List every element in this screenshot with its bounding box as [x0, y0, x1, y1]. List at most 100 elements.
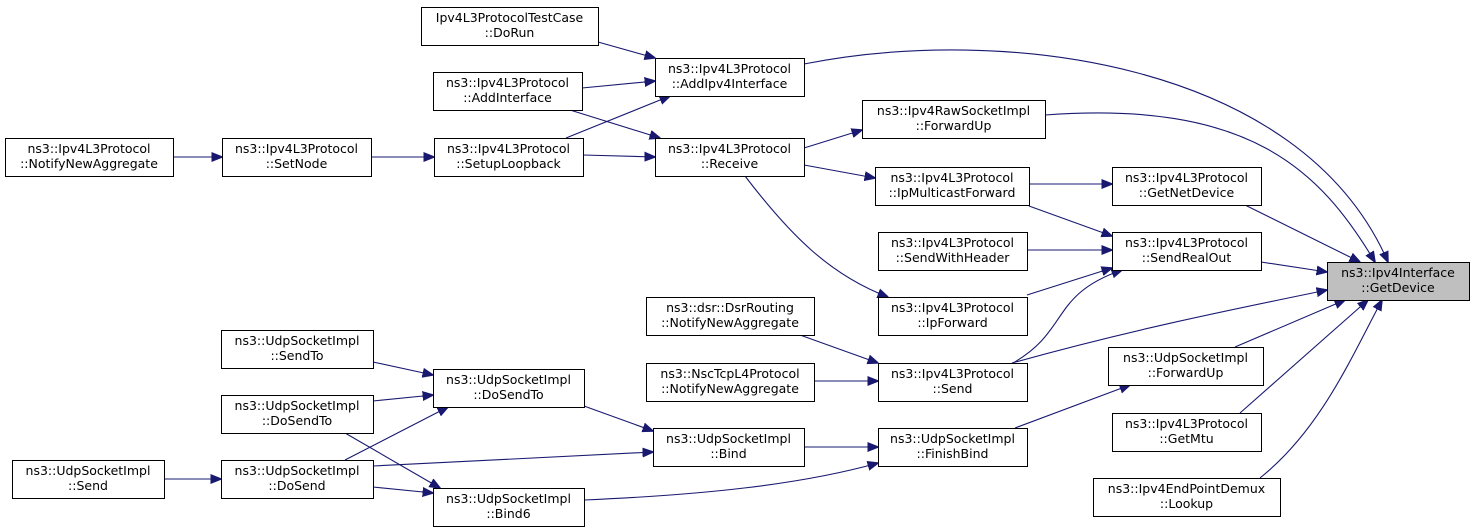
node-class-label: ns3::Ipv4RawSocketImpl [877, 103, 1030, 118]
edge-l3_setuploopback-to-l3_receive [582, 155, 655, 157]
edge-l3_setuploopback-to-l3_addipv4if [565, 96, 670, 139]
node-method-label: ::ForwardUp [916, 118, 992, 133]
node-dsr_notifynewagg[interactable]: ns3::dsr::DsrRouting::NotifyNewAggregate [646, 297, 815, 336]
node-l3_addipv4if[interactable]: ns3::Ipv4L3Protocol::AddIpv4Interface [655, 58, 805, 97]
node-box [221, 395, 374, 434]
edge-l3_receive-to-l3_ipmcastfwd [803, 164, 875, 178]
node-box [1112, 232, 1262, 271]
node-class-label: ns3::Ipv4L3Protocol [1125, 416, 1248, 431]
node-l3_setuploopback[interactable]: ns3::Ipv4L3Protocol::SetupLoopback [434, 138, 584, 177]
node-method-label: ::SendTo [270, 348, 323, 363]
node-box [222, 138, 372, 177]
node-box [1112, 167, 1262, 206]
node-l3_addinterface[interactable]: ns3::Ipv4L3Protocol::AddInterface [433, 72, 583, 111]
node-class-label: ns3::UdpSocketImpl [1123, 350, 1248, 365]
node-udp_send[interactable]: ns3::UdpSocketImpl::Send [12, 460, 165, 499]
edges [164, 41, 1388, 501]
node-class-label: ns3::UdpSocketImpl [446, 491, 571, 506]
node-l3_sendwithheader[interactable]: ns3::Ipv4L3Protocol::SendWithHeader [878, 232, 1028, 271]
node-method-label: ::SetNode [266, 156, 328, 171]
node-class-label: ns3::UdpSocketImpl [235, 463, 360, 478]
node-method-label: ::Bind [710, 446, 746, 461]
node-box [433, 488, 585, 527]
node-box [655, 58, 805, 97]
node-raw_forwardup[interactable]: ns3::Ipv4RawSocketImpl::ForwardUp [862, 100, 1046, 139]
node-method-label: ::SetupLoopback [456, 156, 561, 171]
edge-raw_forwardup-to-ipv4if_getdevice [1044, 112, 1375, 262]
node-test_dorun[interactable]: Ipv4L3ProtocolTestCase::DoRun [421, 7, 599, 46]
node-method-label: ::AddIpv4Interface [672, 76, 788, 91]
edge-l3_addinterface-to-l3_addipv4if [581, 81, 655, 89]
node-udp_dosendto2[interactable]: ns3::UdpSocketImpl::DoSendTo [221, 395, 374, 434]
node-l3_sendrealout[interactable]: ns3::Ipv4L3Protocol::SendRealOut [1112, 232, 1262, 271]
node-box [878, 297, 1028, 336]
node-method-label: ::DoRun [485, 25, 535, 40]
edge-dsr_notifynewagg-to-l3_send [799, 334, 878, 363]
node-class-label: ns3::Ipv4L3Protocol [27, 141, 150, 156]
node-box [646, 297, 815, 336]
node-class-label: ns3::Ipv4L3Protocol [668, 61, 791, 76]
edge-l3_ipforward-to-l3_sendrealout [1026, 268, 1112, 296]
node-udp_forwardup[interactable]: ns3::UdpSocketImpl::ForwardUp [1108, 347, 1264, 386]
edge-udp_sendto-to-udp_dosendto [372, 361, 433, 375]
node-udp_bind[interactable]: ns3::UdpSocketImpl::Bind [653, 428, 805, 467]
node-method-label: ::ForwardUp [1148, 365, 1224, 380]
node-box [655, 138, 805, 177]
edge-l3_send-to-l3_sendrealout [1012, 270, 1122, 364]
node-udp_dosendto[interactable]: ns3::UdpSocketImpl::DoSendTo [433, 369, 585, 408]
edge-udp_dosendto2-to-udp_dosendto [372, 395, 433, 402]
node-class-label: ns3::Ipv4EndPointDemux [1108, 481, 1265, 496]
node-class-label: Ipv4L3ProtocolTestCase [436, 10, 584, 25]
edge-l3_sendrealout-to-ipv4if_getdevice [1260, 261, 1327, 272]
node-udp_bind6[interactable]: ns3::UdpSocketImpl::Bind6 [433, 488, 585, 527]
node-udp_finishbind[interactable]: ns3::UdpSocketImpl::FinishBind [878, 428, 1028, 467]
node-box [862, 100, 1046, 139]
node-l3_ipforward[interactable]: ns3::Ipv4L3Protocol::IpForward [878, 297, 1028, 336]
node-box [878, 363, 1028, 402]
node-method-label: ::IpForward [917, 315, 987, 330]
node-method-label: ::GetMtu [1159, 431, 1213, 446]
node-method-label: ::GetDevice [1361, 280, 1435, 295]
node-ipv4if_getdevice[interactable]: ns3::Ipv4Interface::GetDevice [1327, 262, 1470, 301]
node-method-label: ::DoSendTo [262, 413, 332, 428]
node-udp_sendto[interactable]: ns3::UdpSocketImpl::SendTo [221, 330, 374, 369]
node-l3_getnetdevice[interactable]: ns3::Ipv4L3Protocol::GetNetDevice [1112, 167, 1262, 206]
node-class-label: ns3::Ipv4L3Protocol [1125, 235, 1248, 250]
node-method-label: ::SendWithHeader [896, 250, 1011, 265]
node-method-label: ::SendRealOut [1142, 250, 1232, 265]
edge-udp_finishbind-to-udp_forwardup [1014, 385, 1130, 429]
edge-l3_addipv4if-to-ipv4if_getdevice [803, 49, 1388, 262]
node-box [1093, 478, 1281, 517]
node-l3_getmtu[interactable]: ns3::Ipv4L3Protocol::GetMtu [1112, 413, 1262, 452]
node-l3_send[interactable]: ns3::Ipv4L3Protocol::Send [878, 363, 1028, 402]
node-box [221, 330, 374, 369]
node-method-label: ::DoSend [268, 478, 325, 493]
node-class-label: ns3::Ipv4L3Protocol [235, 141, 358, 156]
node-demux_lookup[interactable]: ns3::Ipv4EndPointDemux::Lookup [1093, 478, 1281, 517]
node-l3_notifynewagg[interactable]: ns3::Ipv4L3Protocol::NotifyNewAggregate [5, 138, 174, 177]
node-method-label: ::DoSendTo [473, 387, 543, 402]
node-udp_dosend[interactable]: ns3::UdpSocketImpl::DoSend [221, 460, 374, 499]
edge-l3_getmtu-to-ipv4if_getdevice [1239, 300, 1368, 414]
edge-l3_getnetdevice-to-ipv4if_getdevice [1244, 204, 1360, 262]
node-class-label: ns3::Ipv4L3Protocol [1125, 170, 1248, 185]
edge-udp_dosend-to-udp_dosendto [344, 407, 448, 461]
node-l3_setnode[interactable]: ns3::Ipv4L3Protocol::SetNode [222, 138, 372, 177]
node-box [1327, 262, 1470, 301]
node-box [221, 460, 374, 499]
edge-l3_send-to-ipv4if_getdevice [1011, 290, 1327, 364]
edge-udp_forwardup-to-ipv4if_getdevice [1234, 300, 1345, 348]
node-class-label: ns3::Ipv4L3Protocol [446, 75, 569, 90]
node-box [1112, 413, 1262, 452]
node-box [434, 138, 584, 177]
node-box [878, 232, 1028, 271]
node-nsc_notifynewagg[interactable]: ns3::NscTcpL4Protocol::NotifyNewAggregat… [646, 363, 815, 402]
node-class-label: ns3::Ipv4L3Protocol [447, 141, 570, 156]
node-class-label: ns3::UdpSocketImpl [26, 463, 151, 478]
node-l3_ipmcastfwd[interactable]: ns3::Ipv4L3Protocol::IpMulticastForward [875, 167, 1030, 206]
node-box [878, 428, 1028, 467]
edge-udp_dosendto2-to-udp_bind6 [344, 432, 440, 488]
node-box [1108, 347, 1264, 386]
node-l3_receive[interactable]: ns3::Ipv4L3Protocol::Receive [655, 138, 805, 177]
